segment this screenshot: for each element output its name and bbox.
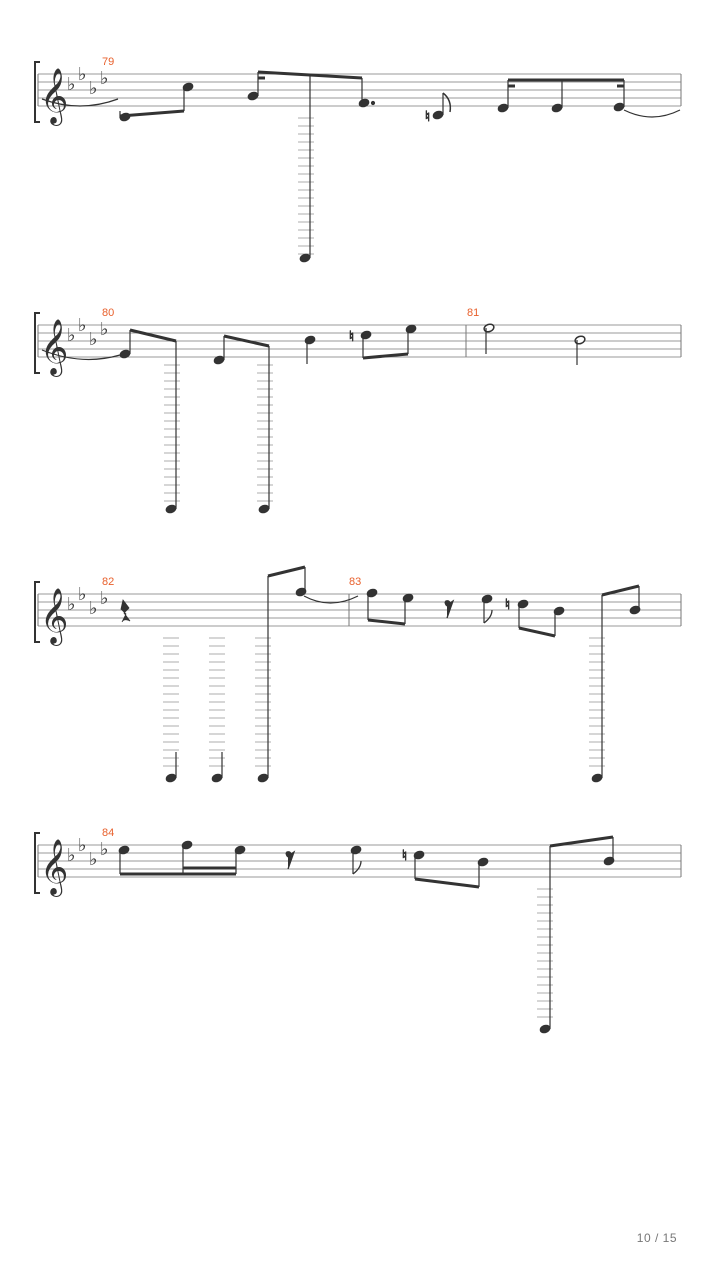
system-4: 𝄞 84 ♮: [34, 827, 682, 1034]
natural-sign-icon: ♮: [425, 109, 430, 125]
measure-number: 79: [102, 56, 114, 68]
notes: ♮: [119, 70, 681, 263]
tie: [41, 98, 119, 107]
tie: [41, 349, 121, 361]
ledger-lines: [164, 364, 180, 502]
system-bracket: [34, 832, 40, 894]
ledger-lines: [298, 117, 314, 255]
eighth-rest-icon: [444, 599, 455, 619]
natural-sign-icon: ♮: [349, 329, 354, 345]
staff-lines: [38, 593, 681, 627]
page-number: 10 / 15: [636, 1231, 677, 1245]
natural-sign-icon: ♮: [505, 597, 510, 613]
measure-number: 84: [102, 827, 114, 839]
key-signature-flats-icon: [67, 835, 109, 870]
notes: ♮: [118, 835, 615, 1034]
staff-lines: [38, 73, 681, 107]
tie: [303, 595, 359, 604]
key-signature-flats-icon: [67, 584, 109, 619]
notes: ♮: [119, 323, 586, 514]
treble-clef-icon: 𝄞: [40, 839, 68, 897]
measure-number: 82: [102, 576, 114, 588]
natural-sign-icon: ♮: [402, 848, 407, 864]
tie: [623, 109, 681, 118]
key-signature-flats-icon: [67, 315, 109, 350]
system-bracket: [34, 61, 40, 123]
treble-clef-icon: 𝄞: [40, 319, 68, 377]
eighth-rest-icon: [285, 850, 296, 870]
system-1: 𝄞 79: [34, 56, 682, 263]
measure-number: 81: [467, 307, 479, 319]
system-2: 𝄞 80 81: [34, 307, 682, 514]
ledger-lines: [163, 637, 271, 767]
system-bracket: [34, 581, 40, 643]
system-bracket: [34, 312, 40, 374]
measure-number: 80: [102, 307, 114, 319]
treble-clef-icon: 𝄞: [40, 68, 68, 126]
treble-clef-icon: 𝄞: [40, 588, 68, 646]
key-signature-flats-icon: [67, 64, 109, 99]
measure-number: 83: [349, 576, 361, 588]
system-3: 𝄞 82 83: [34, 565, 682, 783]
notes: ♮: [120, 565, 641, 783]
ledger-lines: [257, 364, 273, 502]
quarter-rest-icon: [120, 599, 131, 623]
staff-lines: [38, 844, 681, 878]
